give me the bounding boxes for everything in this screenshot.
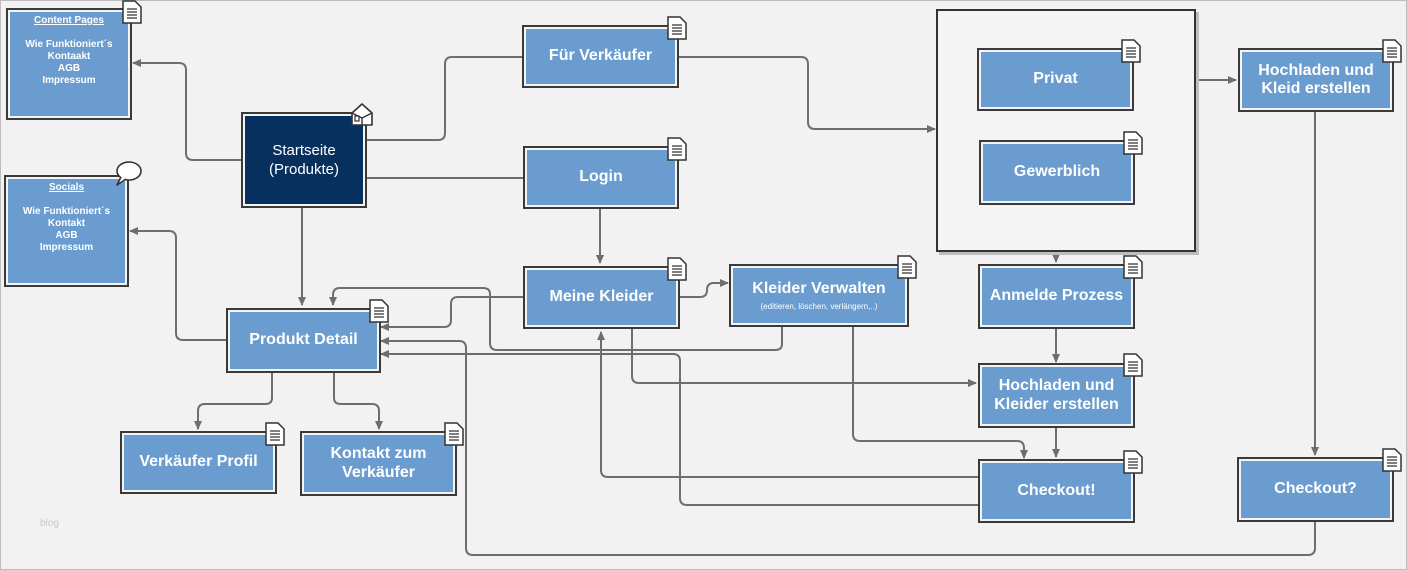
socials-title[interactable]: Socials — [48, 182, 85, 193]
anmelde-prozess-node[interactable]: Anmelde Prozess — [978, 264, 1135, 329]
edge-detail-socials — [129, 227, 226, 341]
hochladen-kleider-label: Kleider erstellen — [994, 395, 1119, 413]
login-label: Login — [579, 168, 623, 186]
speech-bubble-icon — [116, 161, 142, 186]
edge-checkout-meine — [597, 331, 978, 478]
kontakt-verkaeufer-label: Verkäufer — [342, 463, 415, 481]
edge-checkout2-detail — [380, 337, 1316, 556]
checkout-question-label: Checkout? — [1274, 480, 1357, 498]
home-icon — [351, 103, 373, 126]
content-pages-item[interactable]: Kontaakt — [47, 51, 91, 62]
startseite-label: Startseite — [272, 141, 336, 159]
anmelde-prozess-label: Anmelde Prozess — [989, 287, 1124, 305]
kleider-verwalten-sublabel: (editieren, löschen, verlängern,..) — [760, 301, 878, 311]
document-icon — [667, 137, 687, 161]
kontakt-verkaeufer-label: Kontakt zum — [330, 445, 427, 463]
verkaeufer-profil-node[interactable]: Verkäufer Profil — [120, 431, 277, 494]
produkt-detail-node[interactable]: Produkt Detail — [226, 308, 381, 373]
content-pages-box[interactable]: Content Pages Wie Funktioniert´s Kontaak… — [6, 8, 132, 120]
gewerblich-label: Gewerblich — [1013, 163, 1101, 181]
meine-kleider-node[interactable]: Meine Kleider — [523, 266, 680, 329]
socials-item[interactable]: Wie Funktioniert´s — [22, 206, 111, 217]
edge-detail-kontakt — [333, 372, 383, 430]
startseite-node[interactable]: Startseite (Produkte) — [241, 112, 367, 208]
seller-type-group — [936, 9, 1196, 252]
startseite-sublabel: (Produkte) — [268, 161, 340, 178]
document-icon — [667, 257, 687, 281]
document-icon — [1123, 255, 1143, 279]
gewerblich-node[interactable]: Gewerblich — [979, 140, 1135, 205]
edge-meine-verwalten — [679, 279, 729, 298]
socials-item[interactable]: Impressum — [39, 242, 94, 253]
kleider-verwalten-node[interactable]: Kleider Verwalten (editieren, löschen, v… — [729, 264, 909, 327]
document-icon — [1382, 448, 1402, 472]
hochladen-kleider-node[interactable]: Hochladen und Kleider erstellen — [978, 363, 1135, 428]
document-icon — [1123, 131, 1143, 155]
edge-meine-detail — [380, 296, 524, 331]
content-pages-title[interactable]: Content Pages — [33, 15, 104, 26]
socials-box[interactable]: Socials Wie Funktioniert´s Kontakt AGB I… — [4, 175, 129, 287]
privat-node[interactable]: Privat — [977, 48, 1134, 111]
document-icon — [1121, 39, 1141, 63]
edge-detail-profil — [194, 372, 273, 430]
hochladen-kleid-label: Kleid erstellen — [1261, 80, 1371, 97]
verkaeufer-profil-label: Verkäufer Profil — [139, 453, 258, 471]
meine-kleider-label: Meine Kleider — [549, 288, 654, 306]
checkout-label: Checkout! — [1017, 481, 1096, 499]
document-icon — [1123, 450, 1143, 474]
watermark-text: blog — [40, 518, 59, 529]
socials-item[interactable]: Kontakt — [47, 218, 86, 229]
edge-verwalten-checkout — [852, 327, 1028, 459]
edge-checkout-detail — [380, 350, 978, 506]
hochladen-kleid-label: Hochladen und — [1258, 61, 1374, 79]
content-pages-item[interactable]: Wie Funktioniert´s — [25, 39, 113, 50]
hochladen-kleider-label: Hochladen und — [998, 377, 1115, 395]
kleider-verwalten-label: Kleider Verwalten — [752, 280, 886, 298]
checkout-question-node[interactable]: Checkout? — [1237, 457, 1394, 522]
content-pages-item[interactable]: AGB — [57, 63, 81, 74]
document-icon — [369, 299, 389, 323]
edge-verkaeufer-group — [678, 56, 936, 133]
content-pages-item[interactable]: Impressum — [42, 75, 96, 86]
socials-item[interactable]: AGB — [55, 230, 78, 241]
edge-meine-hochladen — [631, 328, 977, 387]
kontakt-verkaeufer-node[interactable]: Kontakt zum Verkäufer — [300, 431, 457, 496]
document-icon — [1123, 353, 1143, 377]
login-node[interactable]: Login — [523, 146, 679, 209]
document-icon — [122, 0, 142, 24]
privat-label: Privat — [1033, 70, 1078, 88]
document-icon — [444, 422, 464, 446]
fuer-verkaeufer-node[interactable]: Für Verkäufer — [522, 25, 679, 88]
checkout-node[interactable]: Checkout! — [978, 459, 1135, 523]
document-icon — [265, 422, 285, 446]
document-icon — [1382, 39, 1402, 63]
fuer-verkaeufer-label: Für Verkäufer — [548, 47, 653, 65]
hochladen-kleid-node[interactable]: Hochladen und Kleid erstellen — [1238, 48, 1394, 112]
produkt-detail-label: Produkt Detail — [249, 331, 358, 349]
edge-start-content — [132, 59, 242, 161]
document-icon — [897, 255, 917, 279]
edge-verwalten-detail — [329, 287, 783, 351]
edge-start-verkaeufer — [366, 56, 522, 141]
document-icon — [667, 16, 687, 40]
